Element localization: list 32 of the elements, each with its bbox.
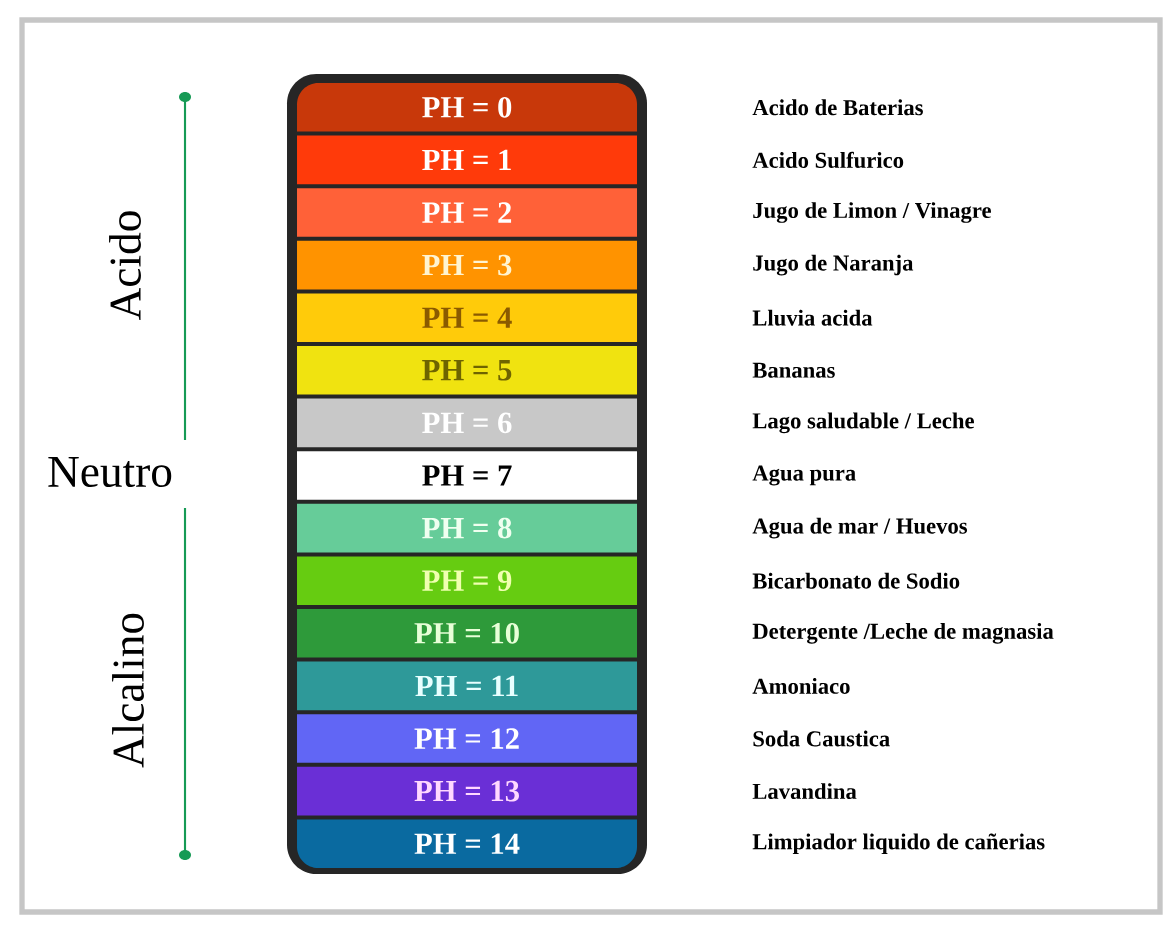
substance-label: Agua pura: [752, 465, 856, 486]
substance-label: Lago saludable / Leche: [752, 412, 974, 434]
substance-label: Bananas: [752, 362, 835, 378]
ph-band: PH = 11: [297, 661, 637, 711]
ph-band: PH = 5: [297, 346, 637, 395]
ph-band: PH = 2: [297, 188, 637, 237]
substance-label: Lluvia acida: [752, 309, 873, 326]
substance-label: Jugo de Naranja: [753, 254, 914, 276]
ph-band: PH = 10: [297, 609, 637, 658]
ph-band: PH = 9: [297, 556, 637, 605]
substance-label: Acido Sulfurico: [752, 151, 904, 168]
substance-label: Detergente /Leche de magnasia: [752, 622, 1054, 644]
ph-band: PH = 8: [297, 503, 637, 553]
ph-band: PH = 0: [297, 83, 637, 132]
ph-band: PH = 13: [297, 766, 637, 816]
substance-label: Amoniaco: [752, 677, 850, 694]
ph-band: PH = 7: [297, 451, 637, 500]
range-label: Neutro: [48, 456, 172, 488]
substance-label: Lavandina: [752, 783, 857, 800]
ph-band: PH = 4: [297, 293, 637, 342]
ph-band: PH = 12: [297, 714, 637, 763]
substance-label: Limpiador liquido de cañerias: [752, 833, 1045, 855]
ph-band: PH = 3: [297, 240, 637, 290]
ph-band: PH = 14: [297, 819, 637, 868]
substance-label: Agua de mar / Huevos: [752, 517, 968, 539]
range-label: Acido: [109, 211, 141, 320]
substance-label: Acido de Baterias: [752, 99, 923, 116]
substance-label: Soda Caustica: [753, 730, 890, 747]
range-label: Alcalino: [112, 613, 144, 768]
substance-label: Jugo de Limon / Vinagre: [753, 202, 991, 223]
substance-label: Bicarbonato de Sodio: [752, 572, 960, 589]
ph-band: PH = 1: [297, 135, 637, 185]
